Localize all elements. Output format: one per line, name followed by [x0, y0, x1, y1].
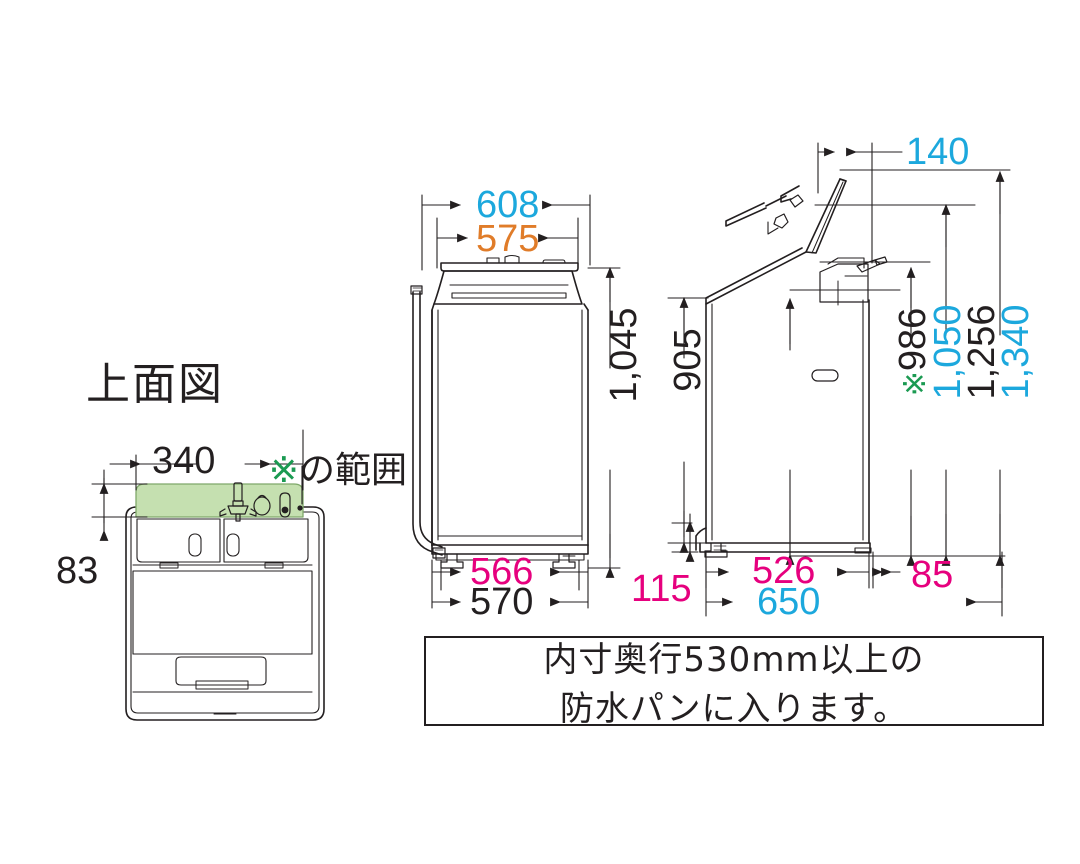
dim-340: 340 — [152, 440, 216, 482]
kome-icon: ※ — [268, 450, 299, 491]
dim-83: 83 — [56, 550, 99, 592]
range-label-text: の範囲 — [298, 450, 407, 491]
front-view-drawing — [410, 254, 589, 569]
dim-905: 905 — [667, 328, 709, 392]
caption-box: 内寸奥行530mm以上の 防水パンに入ります。 — [424, 636, 1044, 729]
caption-line-2: 防水パンに入ります。 — [559, 689, 909, 729]
dim-1340: 1,340 — [995, 304, 1037, 400]
dim-1045: 1,045 — [603, 307, 645, 403]
dim-570: 570 — [470, 581, 534, 623]
dim-526: 526 — [752, 550, 816, 592]
dim-115: 115 — [631, 568, 692, 610]
dim-608: 608 — [476, 184, 540, 226]
dim-566: 566 — [470, 551, 534, 593]
dim-85: 85 — [911, 554, 954, 596]
caption-line-1: 内寸奥行530mm以上の — [543, 640, 925, 680]
dim-140: 140 — [906, 131, 970, 173]
dim-650: 650 — [757, 581, 821, 623]
top-view-title: 上面図 — [86, 359, 224, 410]
top-view-drawing — [125, 482, 325, 721]
side-view-drawing — [695, 178, 888, 558]
dim-575: 575 — [476, 218, 540, 260]
